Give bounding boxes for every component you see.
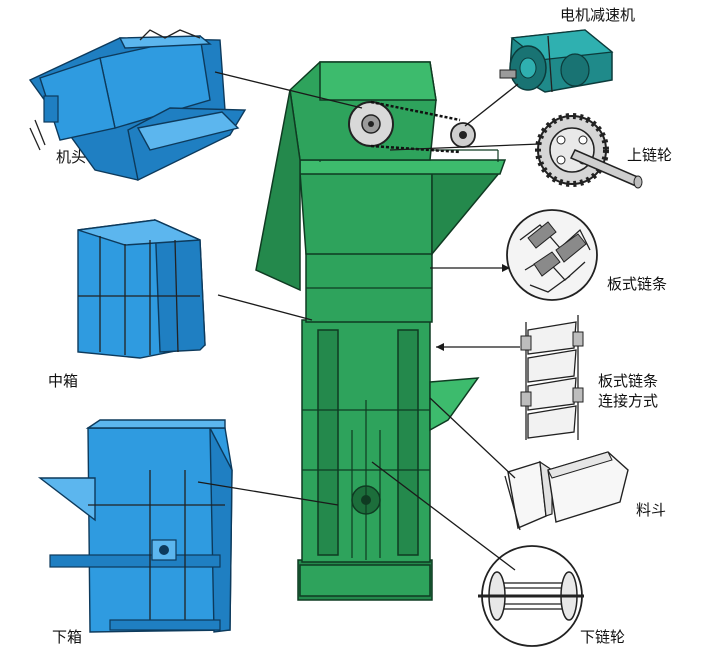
main-elevator <box>255 61 507 601</box>
leader-upper-sprocket <box>389 143 541 151</box>
platform <box>299 159 507 175</box>
plate-chain-part <box>506 209 598 301</box>
middle-box-part <box>77 218 206 359</box>
leader-lower-box <box>197 481 339 506</box>
middle-casing <box>305 251 433 323</box>
leader-head <box>214 71 363 109</box>
bucket-part <box>504 451 629 531</box>
leader-bucket <box>429 397 516 479</box>
label-chain-connection-1: 板式链条 <box>598 372 658 390</box>
label-motor-reducer: 电机减速机 <box>560 6 635 24</box>
motor-reducer-part <box>499 29 614 93</box>
label-bucket: 料斗 <box>636 501 666 519</box>
lower-box-part <box>37 419 233 633</box>
upper-sprocket-part <box>535 113 643 189</box>
discharge-chute <box>431 171 502 257</box>
label-lower-box: 下箱 <box>52 628 82 646</box>
leader-middle-box <box>217 294 313 321</box>
inlet-chute <box>429 377 480 432</box>
leader-motor-reducer <box>464 83 519 127</box>
label-middle-box: 中箱 <box>48 372 78 390</box>
leader-lower-sprocket <box>371 461 516 571</box>
label-lower-sprocket: 下链轮 <box>580 628 625 646</box>
label-head: 机头 <box>56 148 86 166</box>
label-upper-sprocket: 上链轮 <box>627 146 672 164</box>
head-part <box>28 29 247 182</box>
label-plate-chain: 板式链条 <box>607 275 667 293</box>
label-chain-connection-2: 连接方式 <box>598 392 658 410</box>
chain-connection-part <box>520 315 584 440</box>
lower-sprocket-part <box>478 545 584 647</box>
